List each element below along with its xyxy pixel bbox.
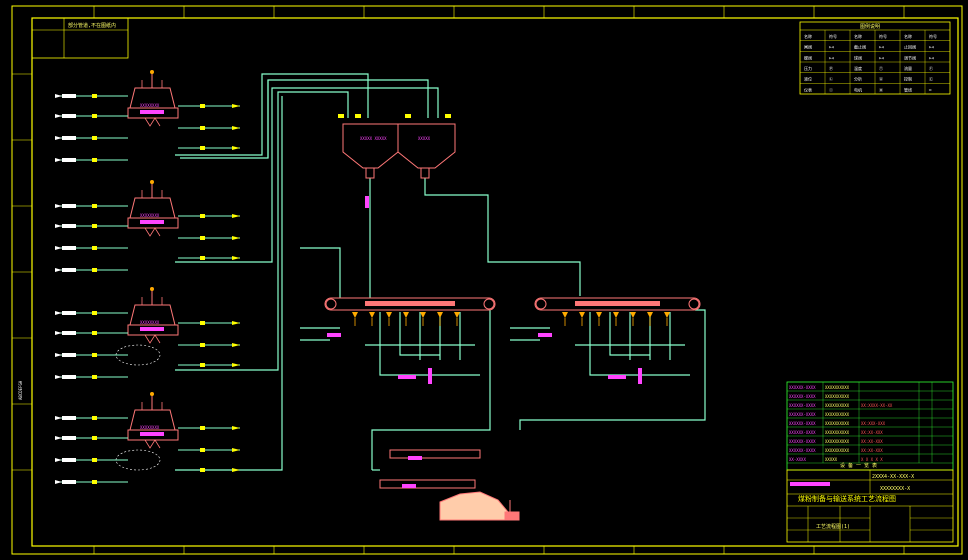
- legend-cell: ⊳⊲: [829, 55, 834, 60]
- legend-cell: Ⓛ: [829, 76, 833, 82]
- legend-cell: 名称: [854, 33, 862, 39]
- parts-cell: XXXXX: [825, 457, 838, 462]
- legend-cell: 名称: [904, 33, 912, 39]
- parts-cell: XX:XXXX-XX-XX: [861, 403, 893, 408]
- legend-cell: 名称: [804, 33, 812, 39]
- legend-cell: ⊳⊲: [929, 45, 934, 50]
- parts-cell: XX:XX-XXX: [861, 430, 883, 435]
- legend-cell: ⊳⊲: [879, 45, 884, 50]
- drawing-frame: [11, 5, 963, 555]
- parts-cell: XX-XXXX: [789, 457, 806, 462]
- margin-text: ABCDEFGH: [18, 380, 23, 400]
- drawing-title: 煤粉制备与输送系统工艺流程图: [798, 494, 896, 503]
- legend-cell: Ⓘ: [829, 86, 833, 92]
- ruler-ticks: [12, 6, 905, 554]
- title-sub: XXXXXXXX-X: [880, 486, 910, 492]
- parts-cell: XXXXXXXXXX: [825, 439, 850, 444]
- parts-cell: XXXXXXXXXX: [825, 394, 850, 399]
- parts-cell: XXXXXXXXXX: [825, 448, 850, 453]
- mill-tag: XXXXXXXX: [140, 425, 160, 430]
- parts-cell: XXXXXXXXXX: [825, 385, 850, 390]
- parts-cell: XXXXXXXXXX: [825, 412, 850, 417]
- mill-units: XXXXXXXX XXXXXXXX XXXXXXXX XXXXXXXX: [55, 70, 240, 484]
- parts-cell: XXXXXXXXXX: [825, 421, 850, 426]
- sheet-name: 工艺流程图(1): [816, 523, 850, 530]
- legend-cell: Ⓕ: [929, 65, 933, 71]
- belt-conveyor: [324, 297, 496, 326]
- parts-cell: X X X X X: [861, 457, 883, 462]
- legend-cell: Ⓣ: [879, 65, 883, 71]
- note-box: 部分管道,不在图纸内: [31, 17, 129, 59]
- legend-cell: Ⓐ: [879, 76, 883, 82]
- parts-cell: XXXXXX-XXXX: [789, 403, 816, 408]
- legend-cell: 电机: [854, 86, 862, 92]
- title-block: 2XXX4-XX-XXX-X XXXXXXXX-X 煤粉制备与输送系统工艺流程图…: [786, 469, 954, 543]
- legend-cell: 仪表: [804, 86, 812, 92]
- legend-cell: 流量: [904, 65, 912, 71]
- belt-conveyor: [534, 297, 701, 326]
- legend-cell: Ⓒ: [929, 76, 933, 82]
- parts-cell: XX:XX-XXX: [861, 439, 883, 444]
- legend-cell: ⊳⊲: [879, 55, 884, 60]
- mill-tag: XXXXXXXX: [140, 320, 160, 325]
- legend-cell: 控制: [904, 76, 912, 82]
- bin-right-tag: XXXXX: [418, 136, 431, 141]
- parts-cell: XXXXXX-XXXX: [789, 421, 816, 426]
- parts-cell: XXXXXX-XXXX: [789, 430, 816, 435]
- mill-tag: XXXXXXXX: [140, 103, 160, 108]
- parts-cell: XXXXXXXXXX: [825, 403, 850, 408]
- legend-cell: 符号: [879, 33, 887, 39]
- legend-cell: 球阀: [854, 54, 862, 60]
- legend-cell: ⊳⊲: [929, 55, 934, 60]
- parts-cell: XXXXXX-XXXX: [789, 439, 816, 444]
- legend-cell: Ⓟ: [829, 65, 833, 71]
- mill-unit: XXXXXXXX: [55, 392, 240, 484]
- legend-cell: 闸阀: [804, 44, 812, 50]
- legend-cell: 分析: [854, 76, 862, 82]
- bin-inlet-valves: [338, 114, 451, 118]
- pipe-network: [175, 73, 706, 471]
- storage-bins: XXXXX XXXXX XXXXX: [342, 123, 456, 179]
- parts-cell: XX:XX-XXX: [861, 448, 883, 453]
- parts-cell: XXXXXX-XXXX: [789, 412, 816, 417]
- legend-cell: 调节阀: [904, 54, 916, 60]
- legend-cell: 截止阀: [854, 44, 866, 50]
- legend-cell: ═: [928, 87, 932, 92]
- legend-cell: 符号: [929, 33, 937, 39]
- parts-cell: XXXXXX-XXXX: [789, 448, 816, 453]
- legend-header: 图例说明: [860, 23, 880, 30]
- bin-left-tag: XXXXX XXXXX: [360, 136, 387, 141]
- legend-cell: 蝶阀: [804, 54, 812, 60]
- parts-cell: XX:XXX-XXX: [861, 421, 886, 426]
- legend-cell: 压力: [804, 65, 812, 71]
- mill-unit: XXXXXXXX: [55, 287, 240, 379]
- note-box-text: 部分管道,不在图纸内: [68, 22, 116, 29]
- mill-tag: XXXXXXXX: [140, 213, 160, 218]
- parts-cell: XXXXXX-XXXX: [789, 394, 816, 399]
- legend-cell: 符号: [829, 33, 837, 39]
- legend-cell: ⊳⊲: [829, 45, 834, 50]
- magenta-tags: [327, 196, 642, 488]
- legend-cell: Ⓜ: [879, 86, 883, 92]
- mill-unit: XXXXXXXX: [55, 70, 240, 162]
- legend-cell: 液位: [804, 76, 812, 82]
- parts-list-footer: 设 备 一 览 表: [840, 462, 877, 469]
- title-code: 2XXX4-XX-XXX-X: [872, 474, 914, 480]
- parts-cell: XXXXXX-XXXX: [789, 385, 816, 390]
- conveyors: [324, 297, 701, 326]
- legend-cell: 止回阀: [904, 44, 916, 50]
- parts-cell: XXXXXXXXXX: [825, 430, 850, 435]
- legend-cell: 温度: [854, 65, 862, 71]
- mill-unit: XXXXXXXX: [55, 180, 240, 272]
- legend-cell: 管线: [904, 86, 912, 92]
- bottom-feeders: [379, 449, 520, 521]
